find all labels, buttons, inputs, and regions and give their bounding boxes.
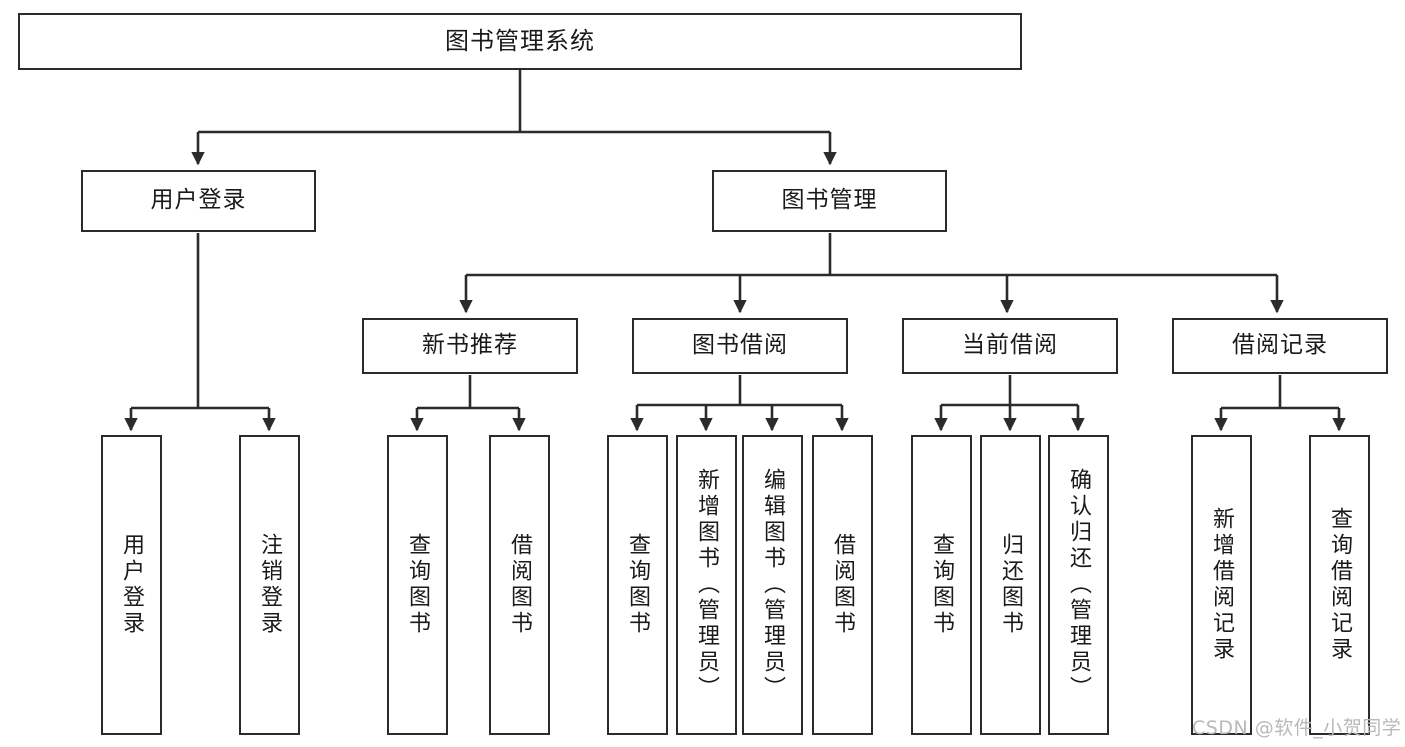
node-label: 新增图书（管理员）	[694, 468, 720, 702]
node-leaf-book-borrow-query[interactable]: 查询图书	[607, 435, 668, 735]
node-label: 借阅图书	[830, 533, 856, 637]
node-leaf-user-login-logout[interactable]: 注销登录	[239, 435, 300, 735]
node-leaf-book-borrow-borrow[interactable]: 借阅图书	[812, 435, 873, 735]
node-leaf-current-borrow-confirm[interactable]: 确认归还（管理员）	[1048, 435, 1109, 735]
node-leaf-current-borrow-return[interactable]: 归还图书	[980, 435, 1041, 735]
node-leaf-borrow-record-add[interactable]: 新增借阅记录	[1191, 435, 1252, 735]
node-leaf-user-login-login[interactable]: 用户登录	[101, 435, 162, 735]
node-new-book-recommend[interactable]: 新书推荐	[362, 318, 578, 374]
node-label: 图书管理系统	[445, 27, 595, 56]
node-label: 新书推荐	[422, 332, 518, 359]
node-label: 借阅记录	[1232, 332, 1328, 359]
node-label: 图书管理	[781, 187, 878, 214]
node-label: 用户登录	[119, 533, 145, 637]
node-borrow-record[interactable]: 借阅记录	[1172, 318, 1388, 374]
node-label: 查询借阅记录	[1327, 507, 1353, 663]
node-label: 查询图书	[929, 533, 955, 637]
node-label: 编辑图书（管理员）	[760, 468, 786, 702]
watermark-text: CSDN @软件_小贺同学	[1192, 717, 1402, 739]
node-label: 确认归还（管理员）	[1066, 468, 1092, 702]
node-label: 查询图书	[625, 533, 651, 637]
node-label: 借阅图书	[507, 533, 533, 637]
node-label: 当前借阅	[962, 332, 1058, 359]
node-book-management[interactable]: 图书管理	[712, 170, 947, 232]
node-root-system[interactable]: 图书管理系统	[18, 13, 1022, 70]
node-leaf-new-book-borrow[interactable]: 借阅图书	[489, 435, 550, 735]
node-leaf-book-borrow-edit[interactable]: 编辑图书（管理员）	[742, 435, 803, 735]
node-leaf-borrow-record-query[interactable]: 查询借阅记录	[1309, 435, 1370, 735]
node-leaf-new-book-query[interactable]: 查询图书	[387, 435, 448, 735]
node-user-login[interactable]: 用户登录	[81, 170, 316, 232]
node-label: 新增借阅记录	[1209, 507, 1235, 663]
node-book-borrow[interactable]: 图书借阅	[632, 318, 848, 374]
node-label: 查询图书	[405, 533, 431, 637]
node-leaf-book-borrow-add[interactable]: 新增图书（管理员）	[676, 435, 737, 735]
node-current-borrow[interactable]: 当前借阅	[902, 318, 1118, 374]
node-label: 注销登录	[257, 533, 283, 637]
node-label: 归还图书	[998, 533, 1024, 637]
node-leaf-current-borrow-query[interactable]: 查询图书	[911, 435, 972, 735]
node-label: 用户登录	[150, 187, 247, 214]
node-label: 图书借阅	[692, 332, 788, 359]
